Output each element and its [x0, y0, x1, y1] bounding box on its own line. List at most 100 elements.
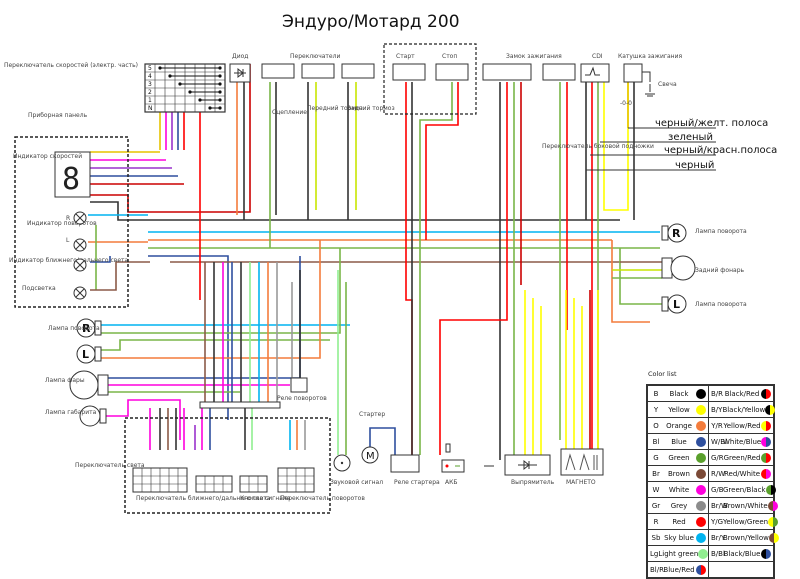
color-name: Green/Red — [723, 453, 761, 462]
parking-lamp-label: Лампа габарита — [45, 409, 97, 416]
fuse-icon — [445, 443, 451, 453]
color-code: G/B — [711, 485, 724, 494]
cdi-label: CDI — [592, 53, 603, 60]
start-yr — [405, 82, 413, 455]
gear-switch-label: Переключатель скоростей (электр. часть) — [4, 62, 138, 69]
color-swatch-icon — [768, 532, 779, 543]
svg-text:L: L — [82, 348, 89, 361]
side-stand-box — [542, 63, 576, 81]
d-b — [90, 201, 148, 221]
indicator-l-letter: L — [66, 237, 70, 244]
tail-light: Задний фонарь — [661, 255, 745, 281]
diagram-title: Эндуро/Мотард 200 — [282, 12, 460, 32]
color-code: Br — [652, 469, 660, 478]
color-list-title: Color list — [648, 370, 677, 378]
front-brake-switch — [301, 63, 335, 79]
clutch-label: Сцепление — [272, 109, 307, 116]
f-lg — [101, 339, 330, 351]
svg-text:АКБ: АКБ — [445, 479, 457, 486]
switches-label: Переключатели — [290, 53, 340, 60]
color-code: Y — [653, 405, 659, 414]
gear-switch: Переключатель скоростей (электр. часть) … — [4, 62, 226, 113]
rectifier: Выпрямитель — [504, 454, 555, 486]
spark-plug-label: Свеча — [658, 81, 677, 88]
color-name: Brown/White — [723, 501, 768, 510]
color-name: Grey — [670, 501, 688, 510]
cdi-box — [580, 63, 610, 83]
color-name: Black/Yellow — [722, 405, 766, 414]
ign-r — [439, 82, 508, 455]
rectifier-diode-icon — [518, 459, 537, 471]
f-o — [101, 240, 321, 359]
color-swatch-icon — [767, 500, 778, 511]
color-code: Y/G — [711, 517, 724, 526]
turn-indicator-label: Индикатор поворотов — [27, 220, 97, 227]
color-swatch-icon — [760, 468, 771, 479]
minus-label: -0-0 — [620, 100, 632, 107]
color-name: Red — [672, 517, 686, 526]
svg-text:R: R — [82, 322, 91, 335]
digit-display-icon: 8 — [62, 162, 80, 197]
bus-blue — [148, 255, 229, 420]
color-name: Light green — [658, 549, 699, 558]
stop-g — [419, 82, 453, 455]
light-switch-box — [124, 417, 331, 514]
ignition-coil-box — [623, 63, 643, 83]
color-code: O — [653, 421, 659, 430]
color-name: Black — [669, 389, 689, 398]
color-code: Lg — [650, 549, 659, 558]
gear-position-label: 5 — [148, 65, 152, 72]
color-swatch-icon — [768, 516, 779, 527]
coil-icon — [565, 453, 598, 471]
color-name: Yellow — [668, 405, 690, 414]
color-code: R/W — [711, 469, 726, 478]
color-code: Sb — [651, 533, 661, 542]
color-code: G — [653, 453, 659, 462]
color-name: Red/White — [723, 469, 760, 478]
speed-indicator: 8 Индикатор скоростей — [13, 151, 91, 198]
svg-text:M: M — [366, 451, 375, 462]
beam-indicator-label: Индикатор ближнего/дальнего света — [9, 257, 129, 264]
d-bl — [90, 256, 111, 263]
svg-text:Реле стартера: Реле стартера — [394, 479, 440, 486]
light-switch-label: Переключатель света — [75, 462, 145, 469]
start-switch — [392, 63, 426, 81]
horn-label: Звуковой сигнал — [330, 479, 383, 486]
color-code: W/Bl — [711, 437, 728, 446]
clutch-switch — [261, 63, 295, 79]
front-brake-label: Передний тормоз — [307, 105, 363, 112]
front-r-label: Лампа поворота — [48, 325, 100, 332]
color-swatch-icon — [695, 500, 706, 511]
cdi-by — [603, 82, 629, 211]
stop-br — [425, 82, 459, 240]
annotation-black-yellow: черный/желт. полоса — [655, 118, 768, 129]
ignition-lock-box — [482, 63, 532, 81]
color-code: B/Y — [711, 405, 723, 414]
annotation-black-red: черный/красн.полоса — [664, 145, 777, 156]
color-code: B/Bl — [711, 549, 725, 558]
speed-indicator-label: Индикатор скоростей — [13, 153, 82, 160]
annotations: черный/желт. полоса зеленый черный/красн… — [586, 118, 777, 171]
cdi-pulse-icon — [585, 66, 600, 76]
color-swatch-icon — [765, 404, 776, 415]
ignition-coil-label: Катушка зажигания — [618, 53, 683, 60]
color-code: Y/R — [711, 421, 723, 430]
color-swatch-icon — [696, 516, 706, 527]
color-swatch-icon — [696, 404, 706, 415]
color-swatch-icon — [760, 548, 771, 559]
h-bl — [108, 256, 301, 379]
color-swatch-icon — [760, 452, 771, 463]
color-name: Brown/Yellow — [723, 533, 769, 542]
horn: Звуковой сигнал — [330, 454, 383, 486]
